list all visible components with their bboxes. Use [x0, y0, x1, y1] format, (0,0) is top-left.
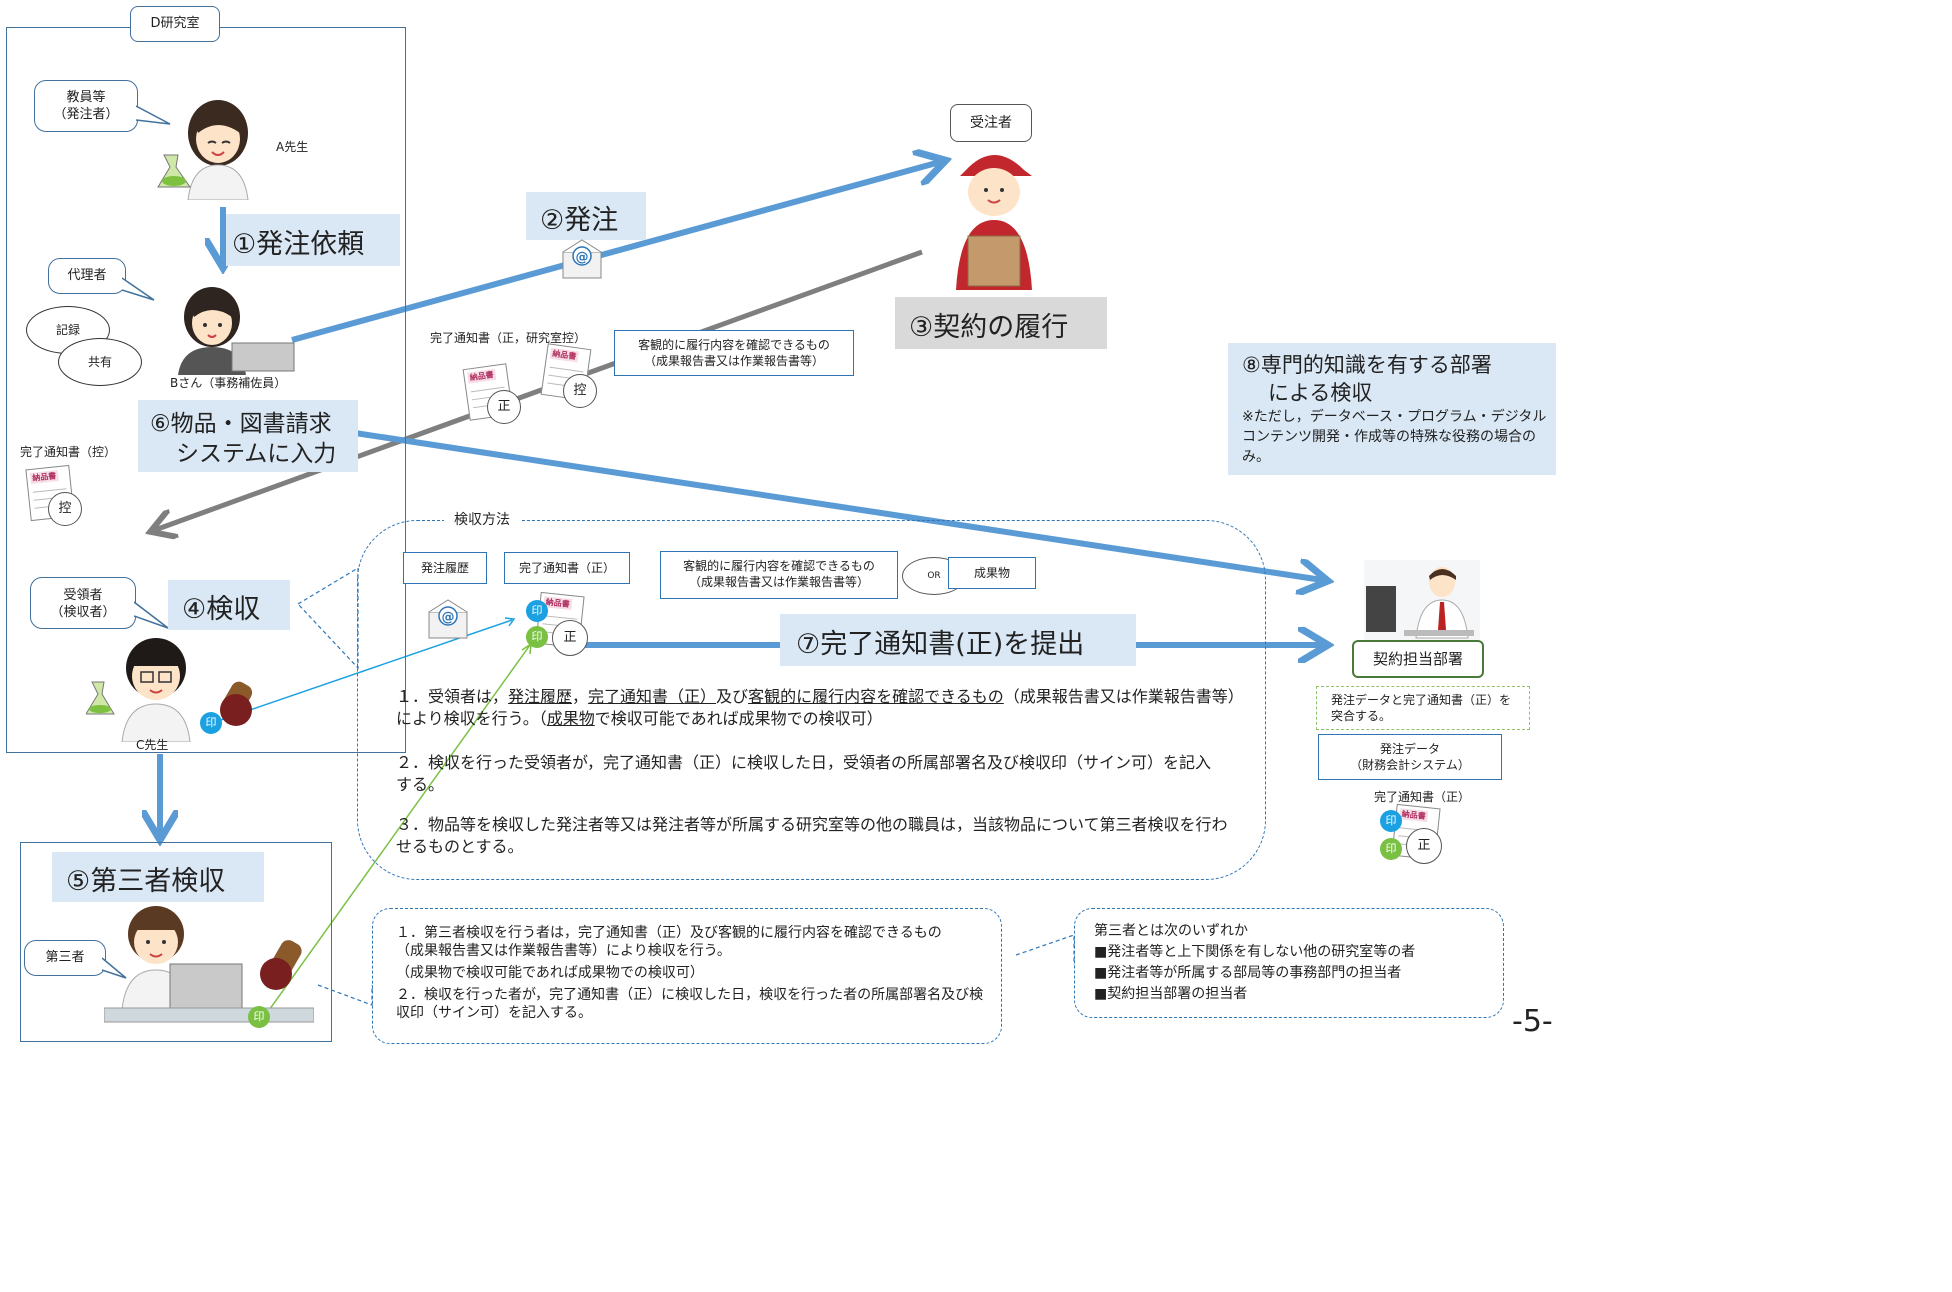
contract-dept-note: 発注データと完了通知書（正）を突合する。: [1316, 686, 1530, 730]
third-party-callout-tail: [102, 957, 127, 979]
receiver-name: C先生: [136, 738, 169, 752]
svg-text:@: @: [576, 250, 589, 265]
inspection-original-stamp: 正: [552, 620, 588, 656]
contract-dept-label[interactable]: 契約担当部署: [1352, 640, 1484, 678]
email-icon-inspection: @: [428, 599, 468, 639]
box-order-history: 発注履歴: [403, 552, 487, 584]
contract-completion-label: 完了通知書（正）: [1374, 790, 1471, 804]
inspection-seal-blue: 印: [526, 600, 548, 622]
original-stamp-delivery: 正: [487, 390, 521, 424]
box-deliverable: 成果物: [948, 557, 1036, 589]
delivery-docs-label: 完了通知書（正，研究室控）: [430, 331, 587, 345]
third-party-person-illustration: [104, 906, 314, 1023]
inspection-method-bubble: [357, 520, 1266, 880]
inspection-rule-3: ３．物品等を検収した発注者等又は発注者等が所属する研究室等の他の職員は，当該物品…: [396, 815, 1228, 856]
step7-label: ⑦完了通知書(正)を提出: [780, 614, 1136, 666]
step6-label: ⑥物品・図書請求 システムに入力: [138, 400, 358, 472]
definition-item-2: ■発注者等が所属する部局等の事務部門の担当者: [1094, 965, 1402, 981]
contractor-label: 受注者: [950, 104, 1032, 142]
lab-title: D研究室: [130, 6, 220, 42]
inspection-rule-1: １．受領者は，発注履歴，完了通知書（正）及び客観的に履行内容を確認できるもの（成…: [396, 687, 1236, 728]
third-party-definition-box: [1074, 908, 1504, 1018]
delivery-objective-box: 客観的に履行内容を確認できるもの （成果報告書又は作業報告書等）: [614, 330, 854, 376]
box-completion-original: 完了通知書（正）: [504, 552, 630, 584]
contractor-person-illustration: [956, 155, 1032, 290]
contract-seal-blue: 印: [1380, 810, 1402, 832]
arrow-delivery: [155, 249, 923, 530]
share-bubble: 共有: [58, 338, 142, 386]
third-party-frame: [20, 842, 332, 1042]
agent-callout: 代理者: [48, 258, 126, 294]
third-party-rule-2: ２．検収を行った者が，完了通知書（正）に検収した日，検収を行った者の所属部署名及…: [396, 987, 984, 1021]
assistant-person-illustration: [178, 287, 295, 375]
faculty-person-illustration: [157, 100, 249, 200]
def-pointer: [1015, 934, 1075, 965]
definition-item-3: ■契約担当部署の担当者: [1094, 986, 1248, 1002]
receiver-seal: 印: [200, 712, 222, 734]
receiver-callout: 受領者 （検収者）: [30, 577, 136, 629]
third-party-seal: 印: [248, 1006, 270, 1028]
contract-dept-person-illustration: [1364, 560, 1480, 640]
copy-stamp-lab: 控: [48, 492, 82, 526]
assistant-name: Bさん（事務補佐員）: [170, 376, 287, 390]
third-party-rules-box: [372, 908, 1002, 1044]
step5-label: ⑤第三者検収: [52, 852, 264, 902]
third-party-rule-1-note: （成果物で検収可能であれば成果物での検収可）: [396, 965, 704, 981]
svg-text:@: @: [442, 610, 455, 625]
inspection-pointer: [297, 566, 359, 670]
page-number: -5-: [1512, 1004, 1553, 1039]
faculty-name: A先生: [276, 140, 309, 154]
third-party-callout: 第三者: [24, 940, 106, 976]
step2-label: ②発注: [526, 192, 646, 240]
faculty-callout-tail: [136, 105, 171, 125]
box-objective: 客観的に履行内容を確認できるもの （成果報告書又は作業報告書等）: [660, 551, 898, 599]
email-icon-order: @: [562, 239, 602, 279]
inspection-seal-green: 印: [526, 626, 548, 648]
third-party-rule-1: １．第三者検収を行う者は，完了通知書（正）及び客観的に履行内容を確認できるもの（…: [396, 925, 942, 959]
contract-seal-green: 印: [1380, 838, 1402, 860]
step1-label: ①発注依頼: [226, 214, 400, 266]
definition-title: 第三者とは次のいずれか: [1094, 923, 1248, 939]
step8-box: ⑧専門的知識を有する部署 による検収 ※ただし，データベース・プログラム・デジタ…: [1228, 343, 1556, 475]
step4-label: ④検収: [168, 580, 290, 630]
faculty-callout: 教員等 （発注者）: [34, 80, 138, 132]
copy-stamp-delivery: 控: [563, 374, 597, 408]
arrow-order: [291, 162, 940, 343]
inspection-method-legend: 検収方法: [444, 509, 520, 529]
receiver-person-illustration: [86, 638, 253, 742]
agent-callout-tail: [122, 277, 155, 301]
contract-original-stamp: 正: [1406, 828, 1442, 864]
step3-label: ③契約の履行: [895, 297, 1107, 349]
inspection-rule-2: ２．検収を行った受領者が，完了通知書（正）に検収した日，受領者の所属部署名及び検…: [396, 753, 1212, 794]
completion-copy-label: 完了通知書（控）: [20, 445, 117, 459]
order-data-box: 発注データ （財務会計システム）: [1318, 734, 1502, 780]
arrow-system-input: [354, 430, 1322, 580]
definition-item-1: ■発注者等と上下関係を有しない他の研究室等の者: [1094, 944, 1416, 960]
